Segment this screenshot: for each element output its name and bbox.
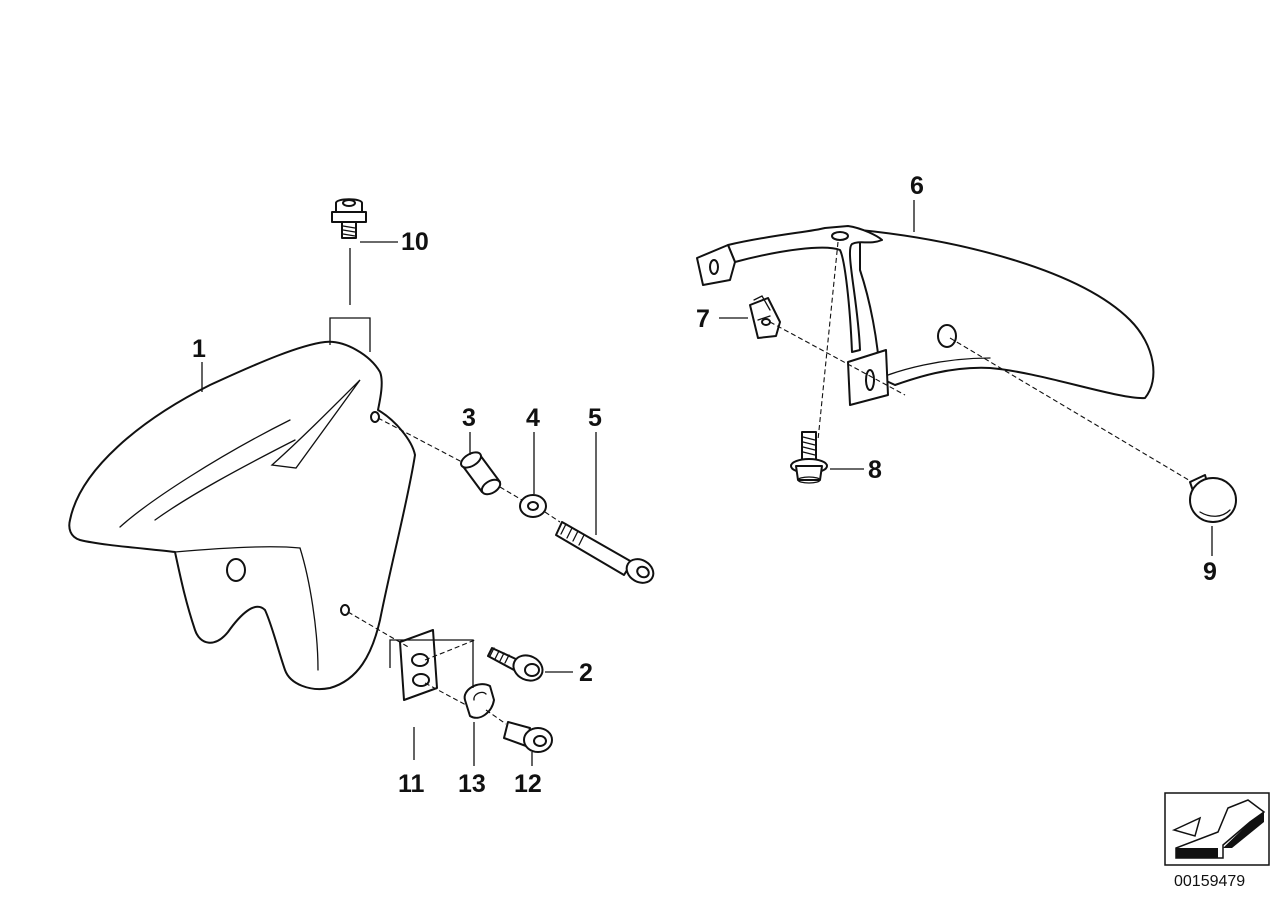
document-number: 00159479 <box>1174 873 1245 890</box>
center-line-clip-to-screw <box>485 709 507 725</box>
bracket-plate-to-screw <box>389 639 474 688</box>
label-4: 4 <box>526 404 540 432</box>
flange-bolt-part-8 <box>790 431 828 484</box>
center-line-spacer-to-washer <box>499 486 523 501</box>
label-5: 5 <box>588 404 602 432</box>
clip-plate-part-11 <box>399 629 438 701</box>
label-8: 8 <box>868 456 882 484</box>
label-13: 13 <box>458 770 486 798</box>
washer-part-4 <box>519 494 547 518</box>
label-10: 10 <box>401 228 429 256</box>
label-11: 11 <box>398 770 425 798</box>
front-mudguard-part-1 <box>68 340 416 690</box>
label-9: 9 <box>1203 558 1217 586</box>
center-line-bracket-to-bolt <box>817 241 839 441</box>
center-line-plate-to-screw <box>424 639 476 661</box>
label-2: 2 <box>579 659 593 687</box>
d-clip-part-13 <box>463 683 495 719</box>
label-12: 12 <box>514 770 542 798</box>
label-6: 6 <box>910 172 924 200</box>
center-line-washer-to-bolt <box>544 511 561 523</box>
label-3: 3 <box>462 404 476 432</box>
long-bolt-part-5 <box>555 521 655 584</box>
speed-nut-part-7 <box>749 295 781 339</box>
bracket-bolt-to-mudguard <box>329 248 371 352</box>
label-1: 1 <box>192 335 206 363</box>
screw-part-2 <box>487 647 544 682</box>
label-7: 7 <box>696 305 710 333</box>
plug-part-9 <box>1189 474 1237 523</box>
center-line-nut-to-bracket <box>769 321 906 396</box>
center-line-fender-to-plug <box>949 337 1193 483</box>
center-line-mudguard-to-plate <box>347 611 411 649</box>
spacer-part-3 <box>460 451 502 496</box>
arrow-symbol-icon <box>1164 792 1270 866</box>
bolt-part-10 <box>331 198 367 239</box>
fender-part-6 <box>696 225 1155 406</box>
socket-screw-part-12 <box>503 721 553 753</box>
